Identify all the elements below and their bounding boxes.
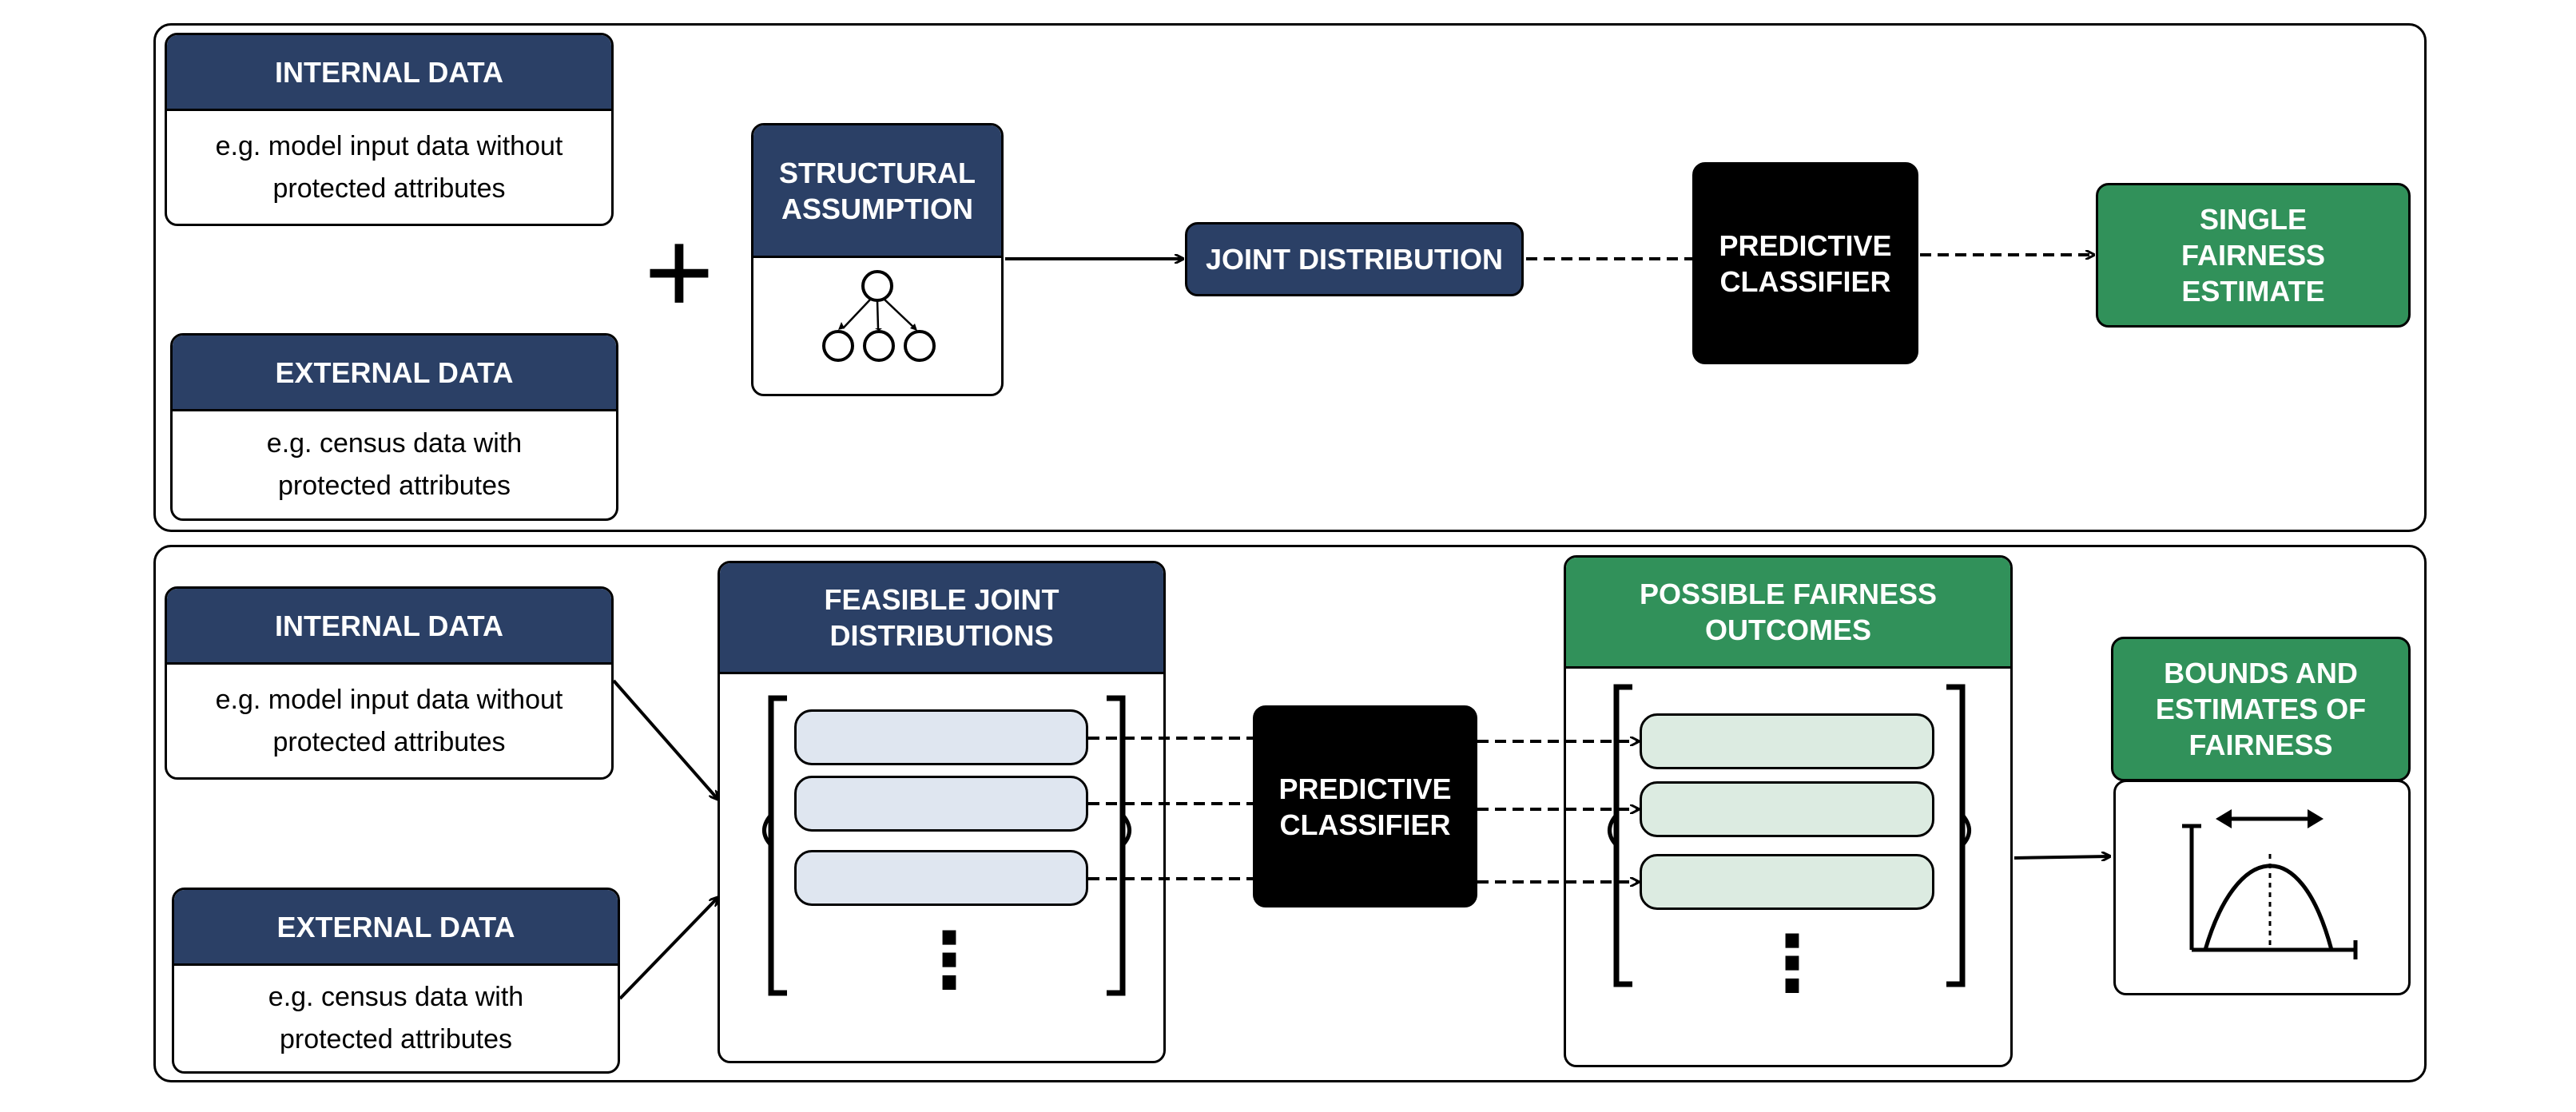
feasible-distribution-item-3 bbox=[794, 850, 1088, 906]
bounds-and-estimates-title: BOUNDS AND ESTIMATES OF FAIRNESS bbox=[2111, 637, 2411, 781]
tree-graph-icon bbox=[822, 270, 936, 362]
feasible-distribution-item-1 bbox=[794, 709, 1088, 765]
bottom-internal-data-description: e.g. model input data without protected … bbox=[215, 684, 563, 757]
fairness-outcomes-ellipsis: ⋮ bbox=[1754, 921, 1831, 1007]
top-external-data-card: EXTERNAL DATA e.g. census data with prot… bbox=[170, 333, 618, 521]
fairness-outcome-item-3 bbox=[1640, 854, 1934, 910]
bounds-and-estimates-plot-card bbox=[2113, 780, 2411, 995]
top-predictive-classifier-box: PREDICTIVE CLASSIFIER bbox=[1692, 162, 1918, 364]
bottom-external-data-card: EXTERNAL DATA e.g. census data with prot… bbox=[172, 888, 620, 1074]
top-external-data-title: EXTERNAL DATA bbox=[173, 336, 616, 411]
joint-distribution-box: JOINT DISTRIBUTION bbox=[1185, 222, 1524, 296]
top-external-data-description: e.g. census data with protected attribut… bbox=[266, 428, 523, 501]
plus-symbol: + bbox=[644, 205, 714, 339]
bottom-internal-data-title: INTERNAL DATA bbox=[167, 589, 611, 665]
arrow-internal-to-feasible bbox=[612, 679, 718, 799]
feasible-distribution-item-2 bbox=[794, 776, 1088, 832]
feasible-joint-distributions-title: FEASIBLE JOINT DISTRIBUTIONS bbox=[720, 563, 1163, 674]
bottom-external-data-description: e.g. census data with protected attribut… bbox=[268, 982, 524, 1054]
possible-fairness-outcomes-title: POSSIBLE FAIRNESS OUTCOMES bbox=[1566, 558, 2010, 669]
structural-assumption-title: STRUCTURAL ASSUMPTION bbox=[753, 125, 1001, 258]
arrow-outcomes-to-bounds bbox=[2013, 856, 2109, 858]
top-internal-data-title: INTERNAL DATA bbox=[167, 35, 611, 111]
feasible-distributions-bracket bbox=[762, 695, 1131, 996]
bottom-internal-data-card: INTERNAL DATA e.g. model input data with… bbox=[165, 586, 614, 780]
top-internal-data-description: e.g. model input data without protected … bbox=[215, 130, 563, 204]
bottom-predictive-classifier-box: PREDICTIVE CLASSIFIER bbox=[1253, 705, 1477, 907]
fairness-outcome-item-2 bbox=[1640, 781, 1934, 837]
structural-assumption-card: STRUCTURAL ASSUMPTION bbox=[751, 123, 1004, 396]
fairness-outcome-item-1 bbox=[1640, 713, 1934, 769]
fairness-outcomes-bracket bbox=[1608, 684, 1971, 987]
arrow-external-to-feasible bbox=[618, 898, 718, 1000]
top-internal-data-card: INTERNAL DATA e.g. model input data with… bbox=[165, 33, 614, 226]
single-fairness-estimate-box: SINGLE FAIRNESS ESTIMATE bbox=[2096, 183, 2411, 328]
distribution-bounds-icon bbox=[2182, 809, 2358, 959]
feasible-distributions-ellipsis: ⋮ bbox=[911, 918, 988, 1003]
feasible-joint-distributions-card: FEASIBLE JOINT DISTRIBUTIONS bbox=[718, 561, 1166, 1063]
bottom-external-data-title: EXTERNAL DATA bbox=[174, 890, 618, 966]
